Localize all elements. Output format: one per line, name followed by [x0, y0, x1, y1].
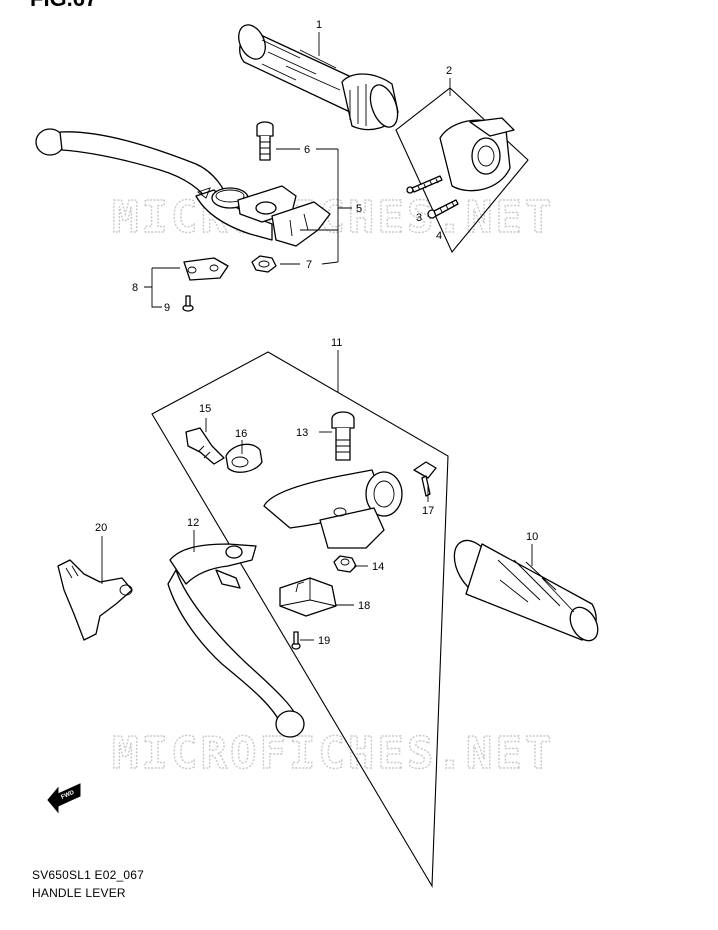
callout-17: 17: [422, 505, 434, 517]
callout-8: 8: [132, 282, 138, 294]
pivot-bolt-6: [256, 121, 274, 161]
callout-19: 19: [318, 635, 330, 647]
callout-18: 18: [358, 600, 370, 612]
callout-6: 6: [304, 144, 310, 156]
switch-8: [183, 257, 229, 281]
watermark-top: MICROFICHES.NET: [112, 192, 554, 243]
nut-14: [333, 555, 357, 573]
callout-9: 9: [164, 302, 170, 314]
clutch-lever: [167, 543, 305, 738]
handle-grip-10: [453, 539, 599, 642]
callout-3: 3: [416, 212, 422, 224]
fwd-label: FWD: [60, 790, 76, 801]
callout-12: 12: [187, 517, 199, 529]
model-code: SV650SL1 E02_067: [32, 868, 144, 882]
callout-14: 14: [372, 561, 384, 573]
screw-19: [291, 631, 301, 650]
clutch-lever-frame: [151, 351, 449, 888]
watermark-bottom: MICROFICHES.NET: [112, 728, 554, 779]
callout-7: 7: [306, 259, 312, 271]
screw-3: [406, 175, 443, 194]
screw-17: [413, 461, 437, 497]
callout-11: 11: [331, 337, 342, 349]
clutch-lever-holder: [263, 469, 403, 549]
adjuster-knob-16: [225, 443, 263, 473]
callout-13: 13: [296, 427, 308, 439]
callouts: 1 2 3 4 5 6 7 8 9 10 11 12 13 14 15 16 1…: [95, 19, 538, 647]
throttle-grip: [238, 24, 399, 131]
callout-20: 20: [95, 522, 107, 534]
throttle-housing: [439, 117, 515, 192]
callout-2: 2: [446, 65, 452, 77]
section-title: HANDLE LEVER: [32, 886, 126, 900]
callout-1: 1: [316, 19, 322, 31]
callout-15: 15: [199, 403, 211, 415]
callout-10: 10: [526, 531, 538, 543]
cable-20: [57, 559, 133, 641]
callout-16: 16: [235, 428, 247, 440]
fwd-arrow-icon: [47, 783, 81, 814]
nut-7: [251, 255, 277, 273]
callout-4: 4: [436, 230, 442, 242]
leader-lines: [101, 32, 533, 641]
brake-lever: [35, 128, 273, 241]
pivot-bolt-13: [331, 411, 355, 461]
callout-5: 5: [356, 203, 362, 215]
brake-lever-bracket: [237, 185, 331, 247]
figure-title: FIG.67: [30, 0, 97, 12]
adjuster-15: [185, 427, 225, 465]
screw-4: [427, 199, 459, 219]
screw-9: [182, 295, 194, 312]
clutch-switch-18: [279, 577, 337, 617]
